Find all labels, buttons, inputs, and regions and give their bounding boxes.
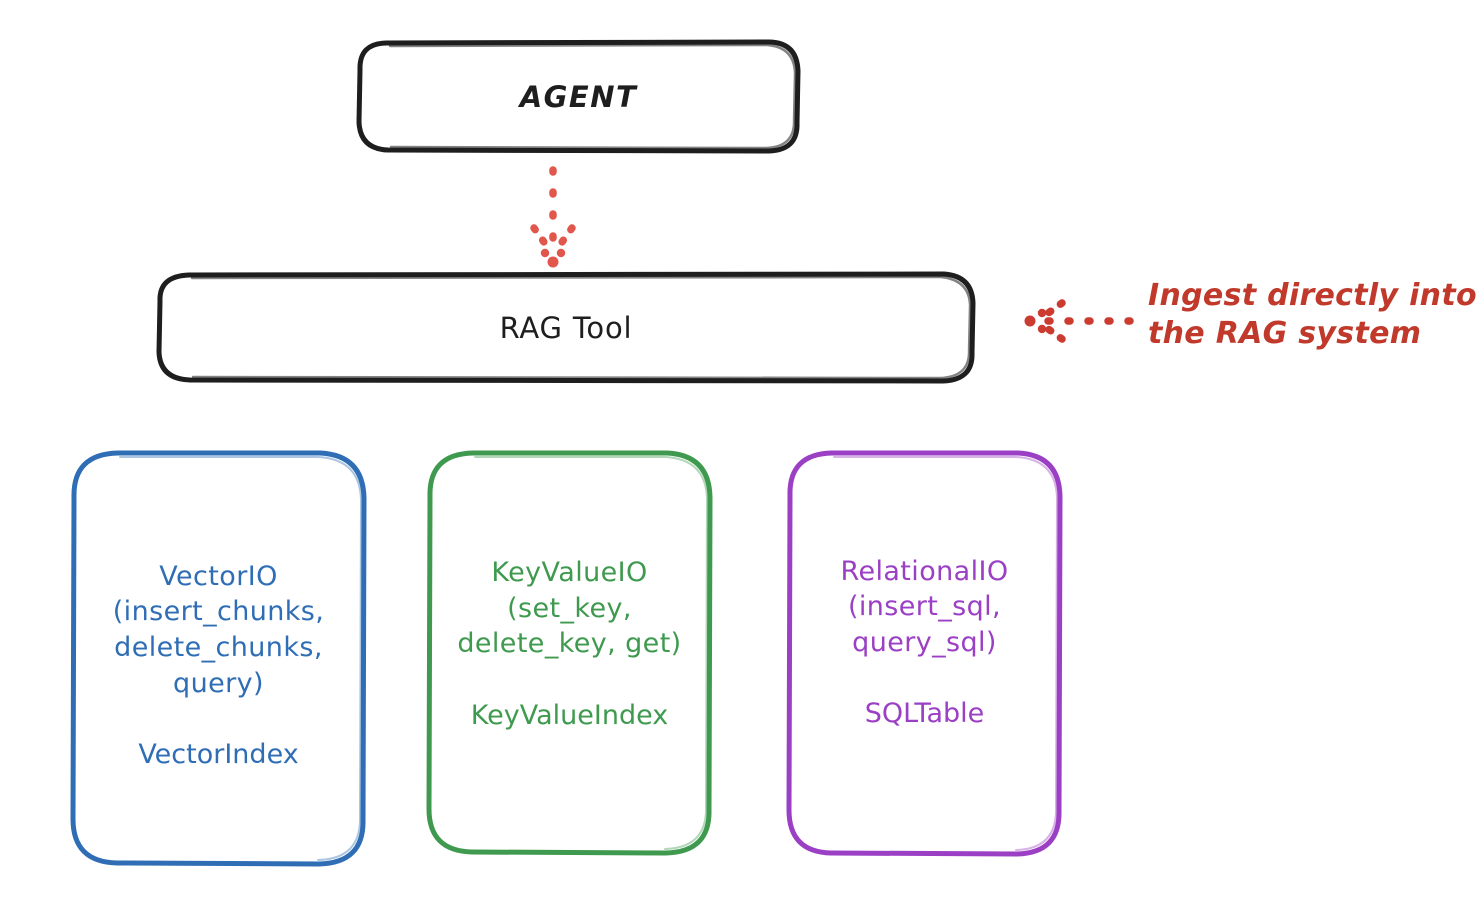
node-agent[interactable]: AGENT <box>356 39 801 154</box>
ingest-note-label: Ingest directly into the RAG system <box>1148 278 1477 352</box>
edge-ingest-to-rag-tool-icon <box>1024 299 1134 343</box>
node-relational-io[interactable]: RelationalIO (insert_sql, query_sql) SQL… <box>786 450 1063 857</box>
node-rag-tool[interactable]: RAG Tool <box>156 271 976 384</box>
relational-io-content: RelationalIO (insert_sql, query_sql) SQL… <box>786 554 1063 730</box>
relational-io-label: RelationalIO (insert_sql, query_sql) <box>840 555 1009 658</box>
vector-io-sub-label: VectorIndex <box>138 739 299 771</box>
agent-label: AGENT <box>519 79 638 114</box>
node-key-value-io[interactable]: KeyValueIO (set_key, delete_key, get) Ke… <box>426 450 713 856</box>
edge-agent-to-rag-tool-icon <box>530 166 576 268</box>
relational-io-sub-label: SQLTable <box>864 698 985 730</box>
key-value-io-content: KeyValueIO (set_key, delete_key, get) Ke… <box>426 555 713 731</box>
vector-io-content: VectorIO (insert_chunks, delete_chunks, … <box>70 559 367 771</box>
rag-tool-label: RAG Tool <box>499 310 633 345</box>
key-value-io-label: KeyValueIO (set_key, delete_key, get) <box>457 557 682 660</box>
vector-io-label: VectorIO (insert_chunks, delete_chunks, … <box>112 560 325 699</box>
key-value-io-sub-label: KeyValueIndex <box>470 699 669 731</box>
node-vector-io[interactable]: VectorIO (insert_chunks, delete_chunks, … <box>70 450 367 867</box>
